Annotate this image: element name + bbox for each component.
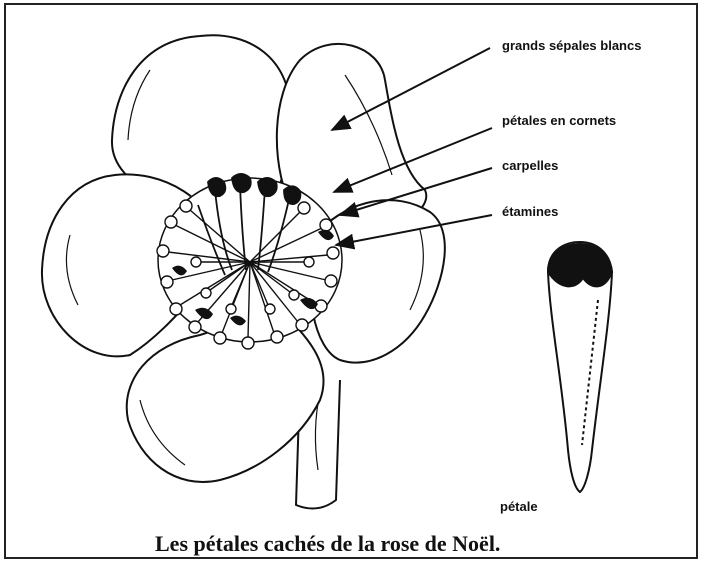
label-etamines: étamines [502,204,558,219]
label-carpelles: carpelles [502,158,558,173]
label-petale: pétale [500,499,538,514]
petal-illustration [548,242,612,492]
label-sepales: grands sépales blancs [502,38,641,53]
flower [42,35,445,508]
label-petales-cornets: pétales en cornets [502,113,616,128]
figure-caption: Les pétales cachés de la rose de Noël. [155,531,500,556]
